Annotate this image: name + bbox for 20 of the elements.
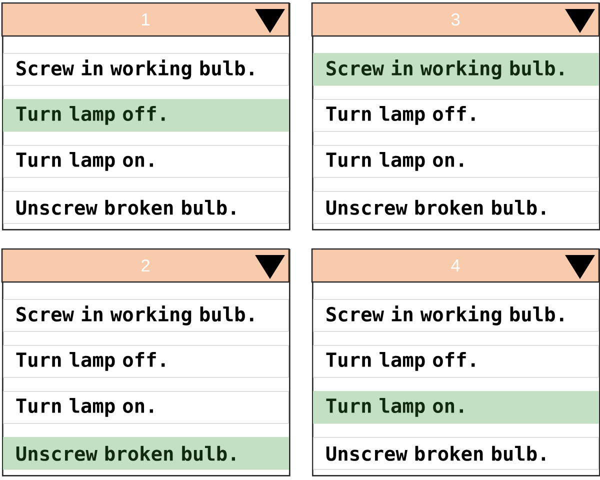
highlighted-row: Turn lamp on. <box>313 391 599 424</box>
option-row: Turn lamp on. <box>3 145 289 178</box>
option-row: Turn lamp on. <box>313 145 599 178</box>
option-row: Unscrew broken bulb. <box>3 191 289 224</box>
option-row: Turn lamp off. <box>313 99 599 132</box>
dropdown-header: 2 <box>1 248 290 283</box>
dropdown-header: 1 <box>1 2 290 37</box>
option-row: Turn lamp off. <box>313 345 599 378</box>
option-row: Screw in working bulb. <box>3 53 289 86</box>
highlighted-row: Turn lamp off. <box>3 99 289 132</box>
option-row: Turn lamp on. <box>3 391 289 424</box>
highlighted-row: Screw in working bulb. <box>313 53 599 86</box>
option-row: Screw in working bulb. <box>3 299 289 332</box>
option-row: Turn lamp off. <box>3 345 289 378</box>
option-row: Unscrew broken bulb. <box>313 191 599 224</box>
highlighted-row: Unscrew broken bulb. <box>3 437 289 470</box>
dropdown-header: 4 <box>311 248 600 283</box>
dropdown-header: 3 <box>311 2 600 37</box>
option-row: Unscrew broken bulb. <box>313 437 599 470</box>
option-row: Screw in working bulb. <box>313 299 599 332</box>
